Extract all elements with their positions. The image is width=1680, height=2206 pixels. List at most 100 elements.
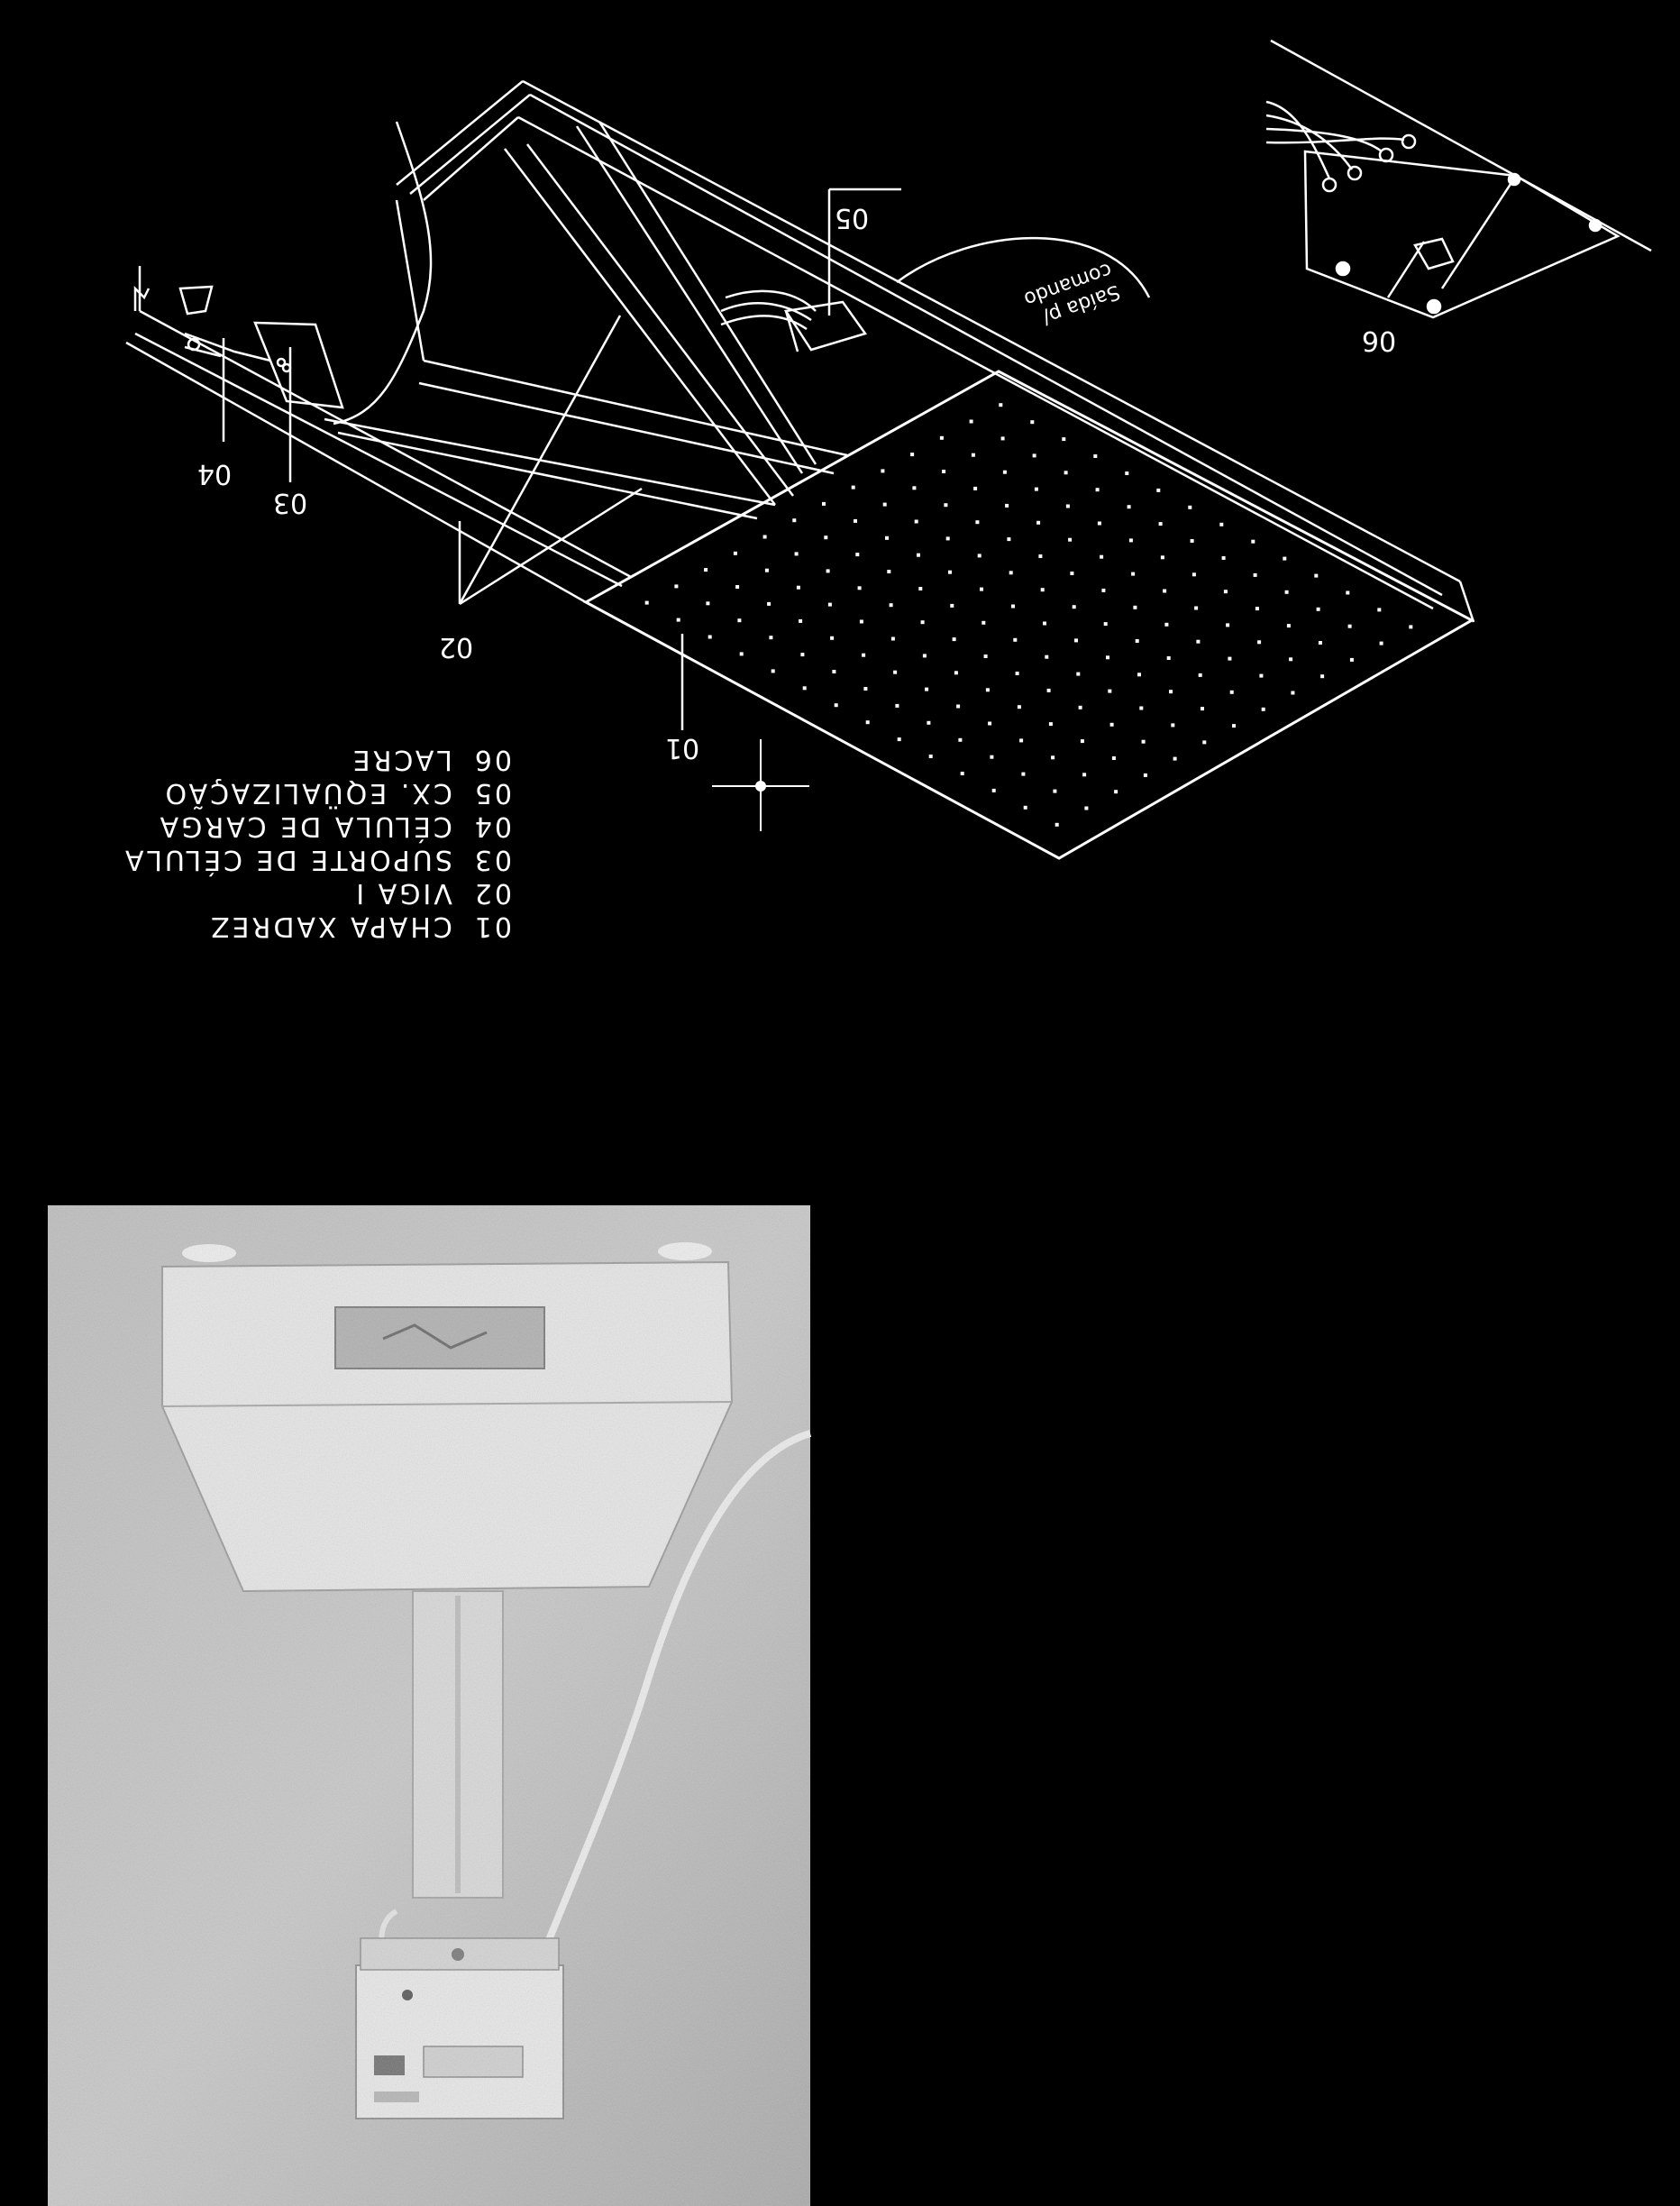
callout-06: 06: [1362, 325, 1396, 356]
plate-dot: [1082, 773, 1087, 777]
plate-dot: [1133, 605, 1137, 609]
plate-dot: [1093, 454, 1098, 458]
plate-dot: [1070, 572, 1074, 575]
plate-dot: [912, 486, 917, 490]
plate-dot: [1232, 724, 1236, 728]
plate-dot: [1048, 722, 1053, 727]
plate-dot: [1032, 453, 1036, 458]
plate-dot: [983, 654, 988, 658]
plate-dot: [1074, 638, 1078, 643]
plate-dot: [1409, 625, 1413, 629]
plate-dot: [1078, 705, 1082, 709]
plate-dot: [1171, 723, 1175, 728]
plate-dot: [1045, 654, 1049, 659]
plate-dot: [1002, 470, 1007, 474]
plate-dot: [1040, 588, 1045, 592]
plate-dot: [676, 618, 680, 622]
plate-dot: [830, 636, 835, 640]
plate-dot: [945, 536, 950, 541]
plate-dot: [764, 568, 769, 572]
plate-dot: [914, 519, 918, 524]
plate-dot: [999, 403, 1003, 407]
legend-item-02: 02VIGA I: [353, 877, 512, 909]
plate-dot: [925, 687, 929, 691]
plate-dot: [1141, 739, 1146, 744]
plate-dot: [1106, 655, 1109, 660]
plate-dot: [739, 652, 744, 656]
plate-dot: [1226, 623, 1230, 627]
plate-dot: [1291, 691, 1295, 695]
plate-dot: [973, 486, 978, 490]
plate-dot: [1286, 624, 1291, 628]
platform-scale-drawing: [125, 39, 1652, 860]
plate-dot: [1046, 688, 1051, 692]
checker-plate-pattern: [644, 403, 1413, 827]
plate-dot: [1283, 556, 1287, 561]
callout-leaders: [222, 188, 901, 730]
callout-01: 01: [665, 732, 699, 764]
plate-dot: [644, 600, 649, 605]
plate-dot: [794, 552, 799, 556]
plate-dot: [991, 788, 996, 792]
plate-dot: [1163, 589, 1167, 593]
plate-dot: [1100, 554, 1104, 559]
plate-dot: [952, 637, 956, 642]
plate-dot: [1051, 755, 1055, 760]
plate-dot: [1198, 673, 1202, 677]
plate-dot: [1173, 756, 1177, 761]
plate-dot: [954, 671, 958, 675]
plate-dot: [1318, 641, 1322, 645]
plate-dot: [942, 470, 946, 473]
plate-dot: [881, 469, 885, 473]
checker-plate: [582, 370, 1475, 860]
plate-dot: [674, 584, 679, 589]
plate-dot: [975, 520, 980, 525]
plate-dot: [895, 703, 899, 708]
plate-dot: [1255, 607, 1259, 611]
plate-dot: [1143, 773, 1147, 777]
plate-dot: [1011, 604, 1015, 609]
load-cell-assembly: [133, 266, 344, 409]
plate-dot: [1111, 756, 1116, 760]
plate-dot: [1064, 471, 1068, 475]
plate-dot: [922, 654, 927, 658]
plate-dot: [762, 535, 767, 539]
plate-dot: [855, 553, 860, 557]
plate-dot: [988, 721, 992, 726]
plate-dot: [944, 503, 948, 508]
plate-dot: [1007, 537, 1011, 542]
plate-dot: [799, 618, 803, 623]
plate-dot: [1036, 520, 1041, 525]
legend-item-01: 01CHAPA XADREZ: [208, 911, 512, 942]
plate-dot: [927, 720, 931, 725]
plate-dot: [1101, 588, 1106, 592]
plate-dot: [1097, 521, 1101, 526]
plate-dot: [1034, 487, 1038, 491]
plate-dot: [990, 755, 994, 759]
callout-05: 05: [835, 202, 869, 233]
plate-dot: [939, 435, 944, 440]
plate-dot: [950, 603, 954, 608]
callout-03: 03: [273, 487, 307, 518]
plate-dot: [1013, 637, 1018, 642]
legend-item-05: 05CX. EQÜALIZAÇÃO: [163, 777, 512, 810]
plate-dot: [1108, 689, 1112, 693]
plate-dot: [1169, 690, 1173, 694]
plate-dot: [771, 669, 775, 673]
plate-dot: [977, 554, 982, 558]
cross-beams: [324, 121, 848, 520]
cable-note: Saída p/ comando: [1021, 258, 1123, 329]
plate-dot: [735, 585, 740, 589]
plate-dot: [1219, 522, 1224, 526]
plate-dot: [1068, 537, 1073, 542]
plate-dot: [1139, 706, 1144, 710]
plate-dot: [1137, 673, 1141, 677]
legend-item-06: 06LACRE: [351, 744, 512, 775]
plate-dot: [1062, 437, 1066, 442]
main-i-beam: [396, 79, 1475, 623]
plate-dot: [1065, 504, 1070, 508]
plate-dot: [1076, 672, 1081, 676]
plate-dot: [1192, 572, 1196, 577]
plate-dot: [1030, 420, 1035, 425]
